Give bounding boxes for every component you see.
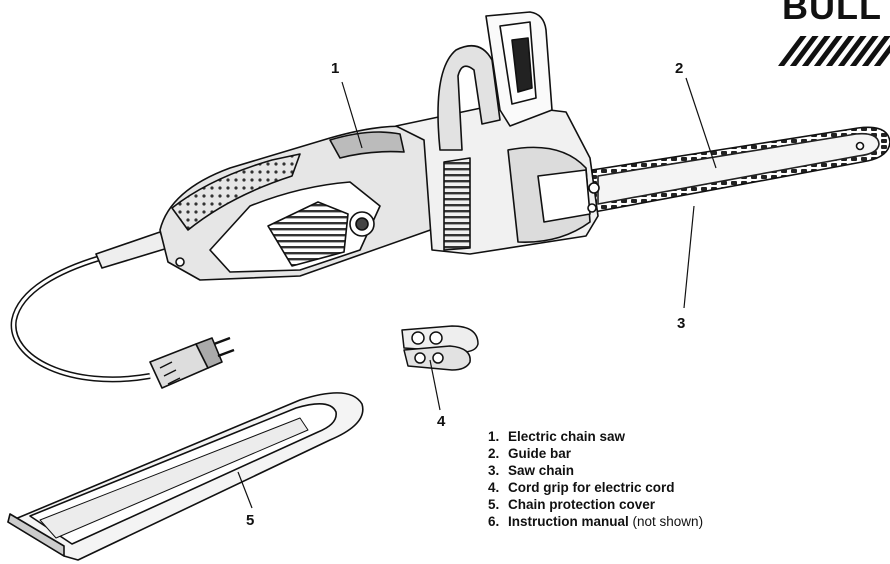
leader-lines xyxy=(237,77,717,509)
legend-item: 1.Electric chain saw xyxy=(488,429,626,444)
brand-logo: BULL xyxy=(782,0,882,28)
callout-1: 1 xyxy=(331,60,339,77)
brand-logo-text: BULL xyxy=(782,0,882,27)
cord-grip xyxy=(401,325,479,371)
callout-5: 5 xyxy=(246,512,254,529)
electric-cord xyxy=(10,255,151,383)
parts-legend: 1.Electric chain saw 2.Guide bar 3.Saw c… xyxy=(488,428,703,530)
legend-note: (not shown) xyxy=(632,514,704,529)
legend-item: 5.Chain protection cover xyxy=(488,497,656,512)
legend-item: 6.Instruction manual (not shown) xyxy=(488,514,704,529)
legend-item: 4.Cord grip for electric cord xyxy=(488,480,675,495)
legend-item: 2.Guide bar xyxy=(488,446,572,461)
callout-4: 4 xyxy=(437,413,446,430)
legend-item: 3.Saw chain xyxy=(488,463,575,478)
chain-protection-cover xyxy=(7,392,364,561)
front-handle xyxy=(437,44,501,151)
chain-saw xyxy=(10,11,890,389)
guide-bar xyxy=(591,126,890,213)
callout-3: 3 xyxy=(677,315,685,332)
callout-2: 2 xyxy=(675,60,683,77)
power-plug xyxy=(149,336,235,389)
brand-stripes xyxy=(778,36,890,66)
